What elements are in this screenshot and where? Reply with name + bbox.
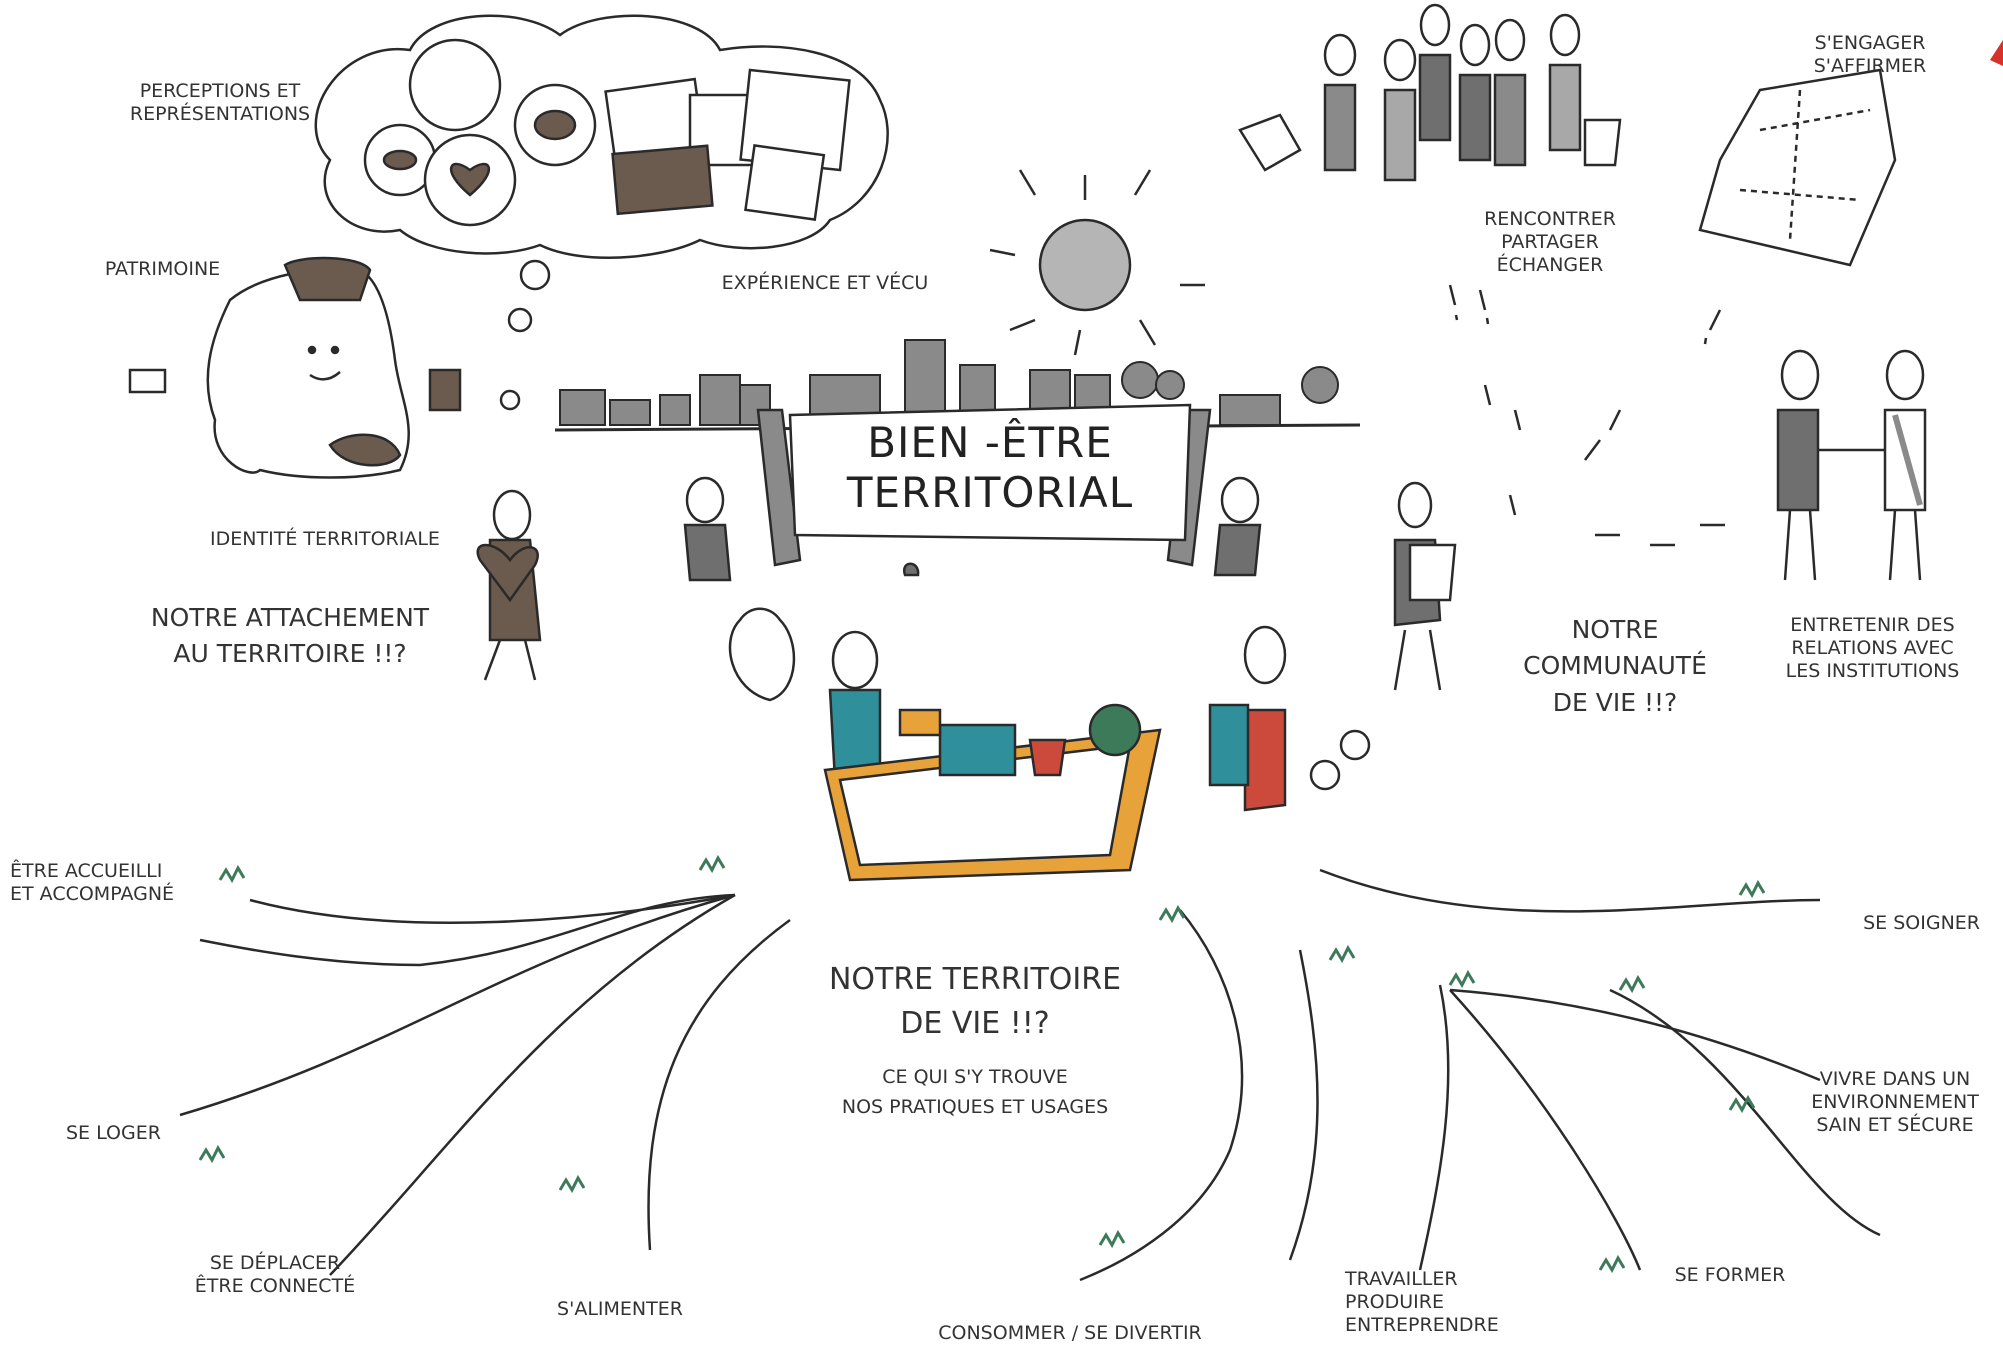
corner-mark bbox=[1990, 40, 2003, 66]
banner-figures bbox=[683, 476, 1262, 582]
sun bbox=[989, 169, 1205, 356]
figure-heart bbox=[476, 489, 542, 681]
label-environnement: VIVRE DANS UN ENVIRONNEMENT SAIN ET SÉCU… bbox=[1811, 1068, 1979, 1136]
grass-tufts bbox=[198, 854, 1766, 1274]
territory-character bbox=[128, 256, 462, 479]
banner-title-line2: TERRITORIAL bbox=[846, 468, 1134, 518]
label-identite: IDENTITÉ TERRITORIALE bbox=[210, 528, 440, 550]
banner bbox=[756, 403, 1212, 567]
label-territoire-sub: CE QUI S'Y TROUVE NOS PRATIQUES ET USAGE… bbox=[841, 1066, 1109, 1119]
label-institutions: ENTRETENIR DES RELATIONS AVEC LES INSTIT… bbox=[1785, 614, 1960, 682]
community-group bbox=[1238, 3, 1622, 182]
exclamation-marks bbox=[1448, 284, 1725, 547]
label-travailler: TRAVAILLER PRODUIRE ENTREPRENDRE bbox=[1345, 1268, 1499, 1336]
label-former: SE FORMER bbox=[1674, 1264, 1786, 1286]
label-alimenter: S'ALIMENTER bbox=[557, 1298, 683, 1320]
label-deplacer: SE DÉPLACER ÊTRE CONNECTÉ bbox=[194, 1252, 356, 1297]
perception-gears bbox=[363, 38, 597, 227]
figure-puzzle bbox=[1393, 481, 1457, 691]
central-scene bbox=[728, 607, 1162, 882]
puzzle bbox=[1698, 68, 1897, 267]
label-territoire: NOTRE TERRITOIRE DE VIE !!? bbox=[828, 962, 1122, 1041]
label-communaute: NOTRE COMMUNAUTÉ DE VIE !!? bbox=[1523, 615, 1707, 717]
label-attachement: NOTRE ATTACHEMENT AU TERRITOIRE !!? bbox=[150, 603, 430, 669]
label-accueilli: ÊTRE ACCUEILLI ET ACCOMPAGNÉ bbox=[10, 860, 175, 905]
label-loger: SE LOGER bbox=[66, 1122, 161, 1144]
label-soigner: SE SOIGNER bbox=[1863, 912, 1980, 934]
banner-title-line1: BIEN -ÊTRE bbox=[867, 418, 1113, 467]
label-rencontrer: RENCONTRER PARTAGER ÉCHANGER bbox=[1484, 208, 1616, 276]
label-perceptions: PERCEPTIONS ET REPRÉSENTATIONS bbox=[129, 80, 311, 125]
label-patrimoine: PATRIMOINE bbox=[104, 258, 221, 280]
experience-pictures bbox=[604, 68, 851, 221]
bike-figure bbox=[1208, 625, 1371, 812]
label-engager: S'ENGAGER S'AFFIRMER bbox=[1813, 32, 1927, 77]
banner-title: BIEN -ÊTRE TERRITORIAL bbox=[800, 418, 1180, 519]
institutions-figures bbox=[1776, 349, 1927, 581]
label-experience: EXPÉRIENCE ET VÉCU bbox=[721, 272, 929, 294]
roots bbox=[179, 868, 1881, 1282]
label-consommer: CONSOMMER / SE DIVERTIR bbox=[938, 1322, 1202, 1344]
